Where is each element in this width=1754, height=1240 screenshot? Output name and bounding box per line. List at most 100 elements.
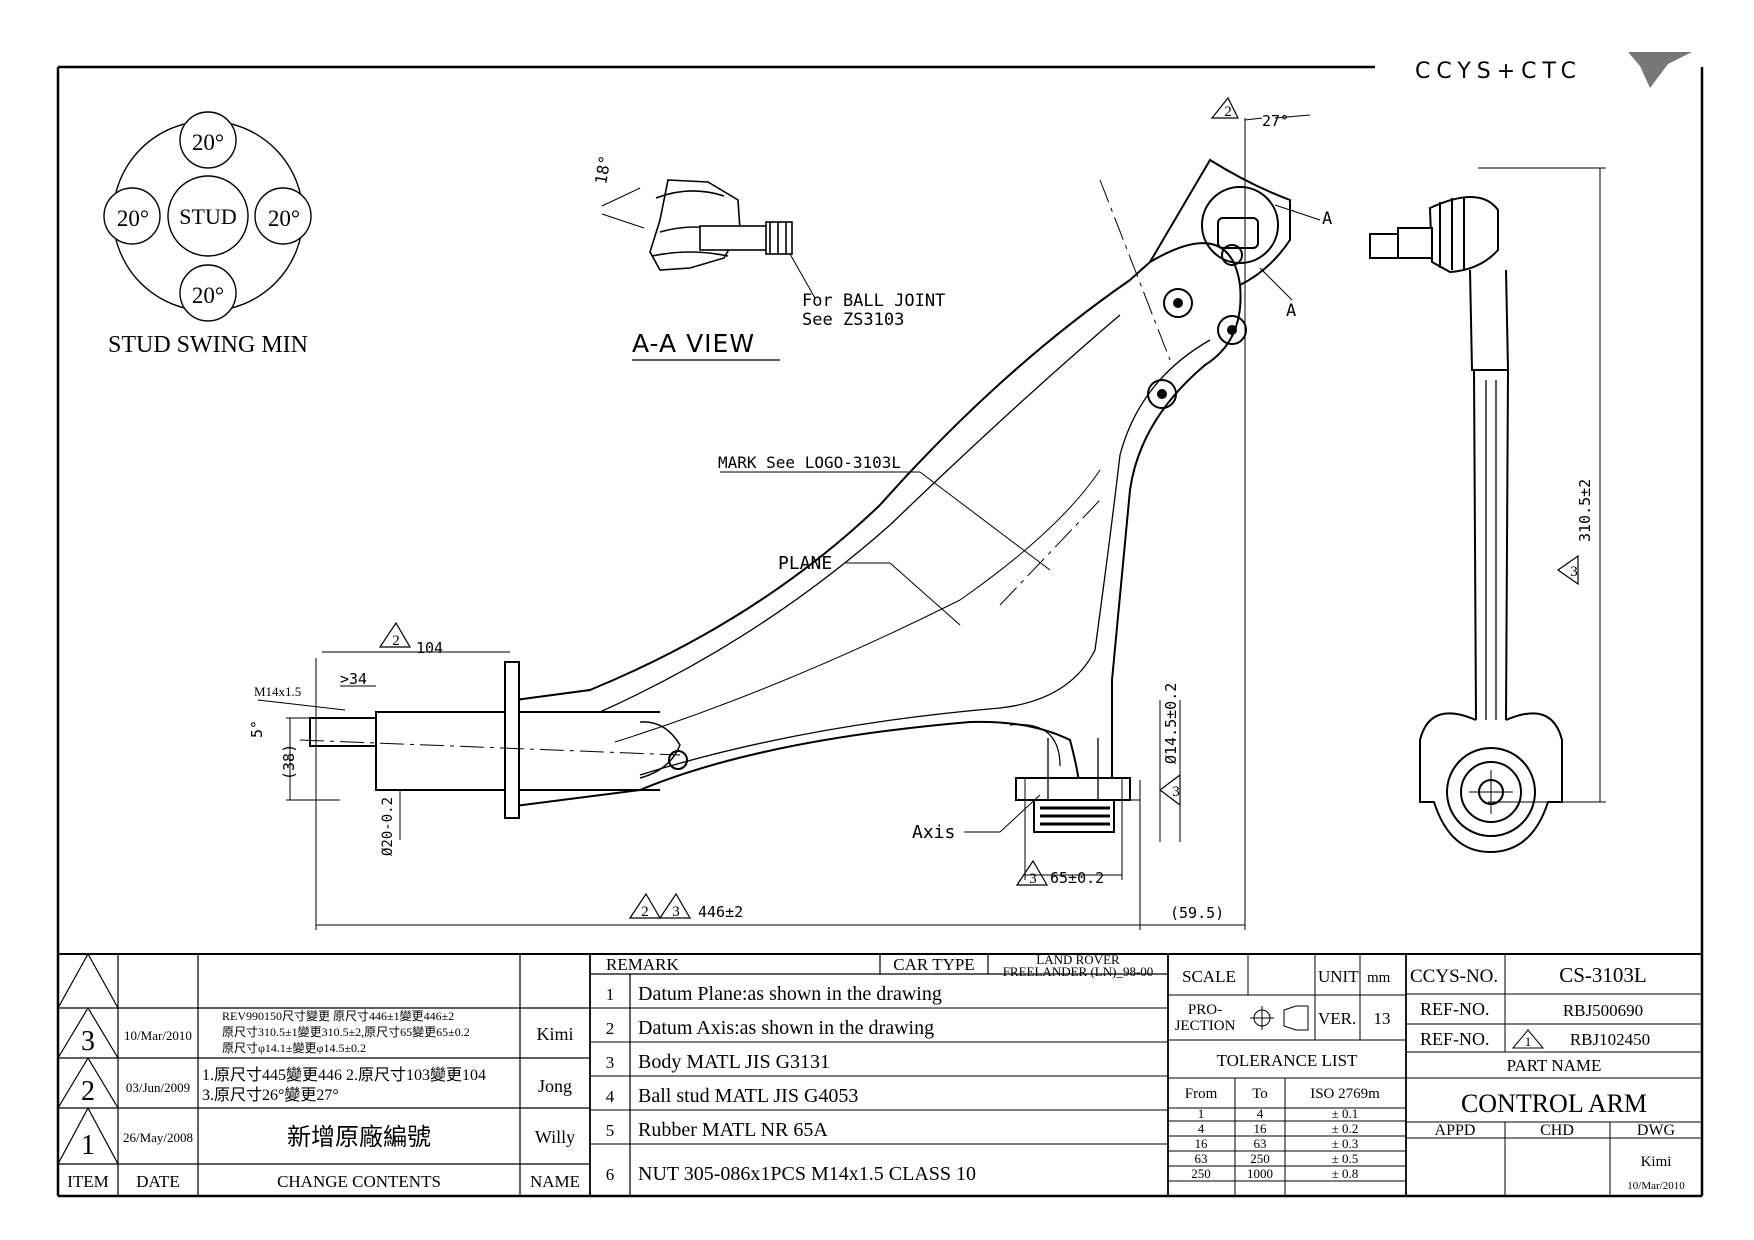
stud-angle-right: 20° <box>268 206 300 231</box>
rev-name-3: Kimi <box>536 1024 573 1044</box>
ref-rev-mark: 1 <box>1525 1034 1532 1049</box>
car-type-line-2: FREELANDER (LN)_98-00 <box>1003 964 1154 979</box>
tol-to-4: 250 <box>1250 1151 1270 1166</box>
ref-no-label-2: REF-NO. <box>1420 1029 1490 1049</box>
remark-text-5: Rubber MATL NR 65A <box>638 1119 828 1141</box>
rev-date-1: 26/May/2008 <box>123 1130 193 1145</box>
section-a-upper: A <box>1322 209 1332 229</box>
dim-27-deg: 27° <box>1262 112 1289 130</box>
dim-38: (38) <box>280 744 298 780</box>
tol-from-2: 4 <box>1198 1121 1205 1136</box>
triangle-mark-446-a: 2 <box>641 904 649 920</box>
title-block-grid <box>57 952 1702 1196</box>
aa-note-1: For BALL JOINT <box>802 291 945 311</box>
tol-val-4: ± 0.5 <box>1332 1151 1359 1166</box>
rev-header-contents: CHANGE CONTENTS <box>277 1172 441 1191</box>
ref-no-label-1: REF-NO. <box>1420 999 1490 1019</box>
stud-angle-left: 20° <box>117 206 149 231</box>
dim-thread: M14x1.5 <box>254 684 301 699</box>
remark-title: REMARK <box>606 955 679 974</box>
rev-line-2b: 3.原尺寸26°變更27° <box>202 1086 339 1104</box>
axis-label: Axis <box>912 822 955 843</box>
rev-line-2a: 1.原尺寸445變更446 2.原尺寸103變更104 <box>202 1066 486 1084</box>
scale-label: SCALE <box>1182 967 1236 986</box>
aa-note-2: See ZS3103 <box>802 310 904 330</box>
tol-val-2: ± 0.2 <box>1332 1121 1359 1136</box>
unit-value: mm <box>1367 970 1391 986</box>
stud-swing-title: STUD SWING MIN <box>108 332 308 358</box>
dimension-lines <box>257 114 1606 930</box>
car-type-label: CAR TYPE <box>893 955 974 974</box>
dim-34: >34 <box>340 670 367 688</box>
rev-date-3: 10/Mar/2010 <box>124 1028 192 1043</box>
remark-no-5: 5 <box>606 1121 615 1140</box>
tol-from-3: 16 <box>1195 1136 1209 1151</box>
rev-header-name: NAME <box>530 1172 580 1191</box>
tolerance-header-from: From <box>1185 1086 1218 1102</box>
mark-label: MARK See LOGO-3103L <box>718 453 901 472</box>
stud-swing-diagram <box>103 111 312 322</box>
rev-header-date: DATE <box>136 1172 179 1191</box>
dwg-date: 10/Mar/2010 <box>1627 1180 1685 1192</box>
unit-label: UNIT <box>1318 967 1359 986</box>
dim-5-deg: 5° <box>248 720 266 738</box>
projection-label-2: JECTION <box>1175 1018 1236 1034</box>
dim-446: 446±2 <box>698 903 743 921</box>
car-type-line-1: LAND ROVER <box>1036 952 1120 967</box>
triangle-mark-446-b: 3 <box>672 904 680 920</box>
rev-item-2: 2 <box>81 1076 95 1107</box>
rev-item-3: 3 <box>81 1026 95 1057</box>
dim-dia-20: Ø20-0.2 <box>380 797 396 856</box>
rev-date-2: 03/Jun/2009 <box>126 1080 190 1095</box>
part-name-label: PART NAME <box>1507 1056 1602 1075</box>
plane-label: PLANE <box>778 553 832 574</box>
dim-65: 65±0.2 <box>1050 869 1104 887</box>
aa-angle-label: 18° <box>591 154 615 186</box>
rev-line-1a: 新增原廠編號 <box>287 1124 431 1151</box>
ref-no-value-2: RBJ102450 <box>1570 1030 1650 1049</box>
tol-val-3: ± 0.3 <box>1332 1136 1359 1151</box>
triangle-mark-65: 3 <box>1029 871 1037 887</box>
remark-text-6: NUT 305-086x1PCS M14x1.5 CLASS 10 <box>638 1163 976 1185</box>
tol-val-1: ± 0.1 <box>1332 1106 1359 1121</box>
remark-no-4: 4 <box>606 1087 615 1106</box>
part-name-value: CONTROL ARM <box>1461 1089 1647 1118</box>
centerlines <box>299 179 1171 801</box>
tolerance-header-to: To <box>1252 1086 1268 1102</box>
aa-view-drawing <box>601 179 816 299</box>
triangle-mark-top: 2 <box>1224 104 1232 120</box>
stud-center-label: STUD <box>179 204 236 229</box>
tol-from-4: 63 <box>1195 1151 1208 1166</box>
rev-name-1: Willy <box>535 1127 575 1147</box>
remark-no-6: 6 <box>606 1165 615 1184</box>
remark-text-3: Body MATL JIS G3131 <box>638 1051 830 1073</box>
tolerance-header-iso: ISO 2769m <box>1310 1086 1380 1102</box>
rev-name-2: Jong <box>538 1076 572 1096</box>
control-arm-front-view <box>309 158 1291 833</box>
logo-emblem-icon <box>1628 52 1692 88</box>
tol-val-5: ± 0.8 <box>1332 1166 1359 1181</box>
tol-from-5: 250 <box>1191 1166 1211 1181</box>
stud-angle-bottom: 20° <box>192 283 224 308</box>
tol-to-1: 4 <box>1257 1106 1264 1121</box>
revision-triangles <box>378 96 1579 919</box>
remark-text-1: Datum Plane:as shown in the drawing <box>638 983 942 1005</box>
ver-value: 13 <box>1374 1009 1391 1028</box>
rev-header-item: ITEM <box>67 1172 109 1191</box>
chd-label: CHD <box>1540 1122 1574 1139</box>
rev-line-3b: 原尺寸310.5±1變更310.5±2,原尺寸65變更65±0.2 <box>222 1024 470 1039</box>
section-a-lower: A <box>1286 301 1296 321</box>
remark-text-2: Datum Axis:as shown in the drawing <box>638 1017 934 1039</box>
triangle-mark-3105: 3 <box>1570 564 1578 580</box>
ccys-no-label: CCYS-NO. <box>1410 966 1498 987</box>
aa-view-title: A-A VIEW <box>632 329 755 358</box>
tol-to-2: 16 <box>1254 1121 1268 1136</box>
stud-angle-top: 20° <box>192 130 224 155</box>
dim-104: 104 <box>416 639 443 657</box>
tol-from-1: 1 <box>1198 1106 1205 1121</box>
tol-to-3: 63 <box>1254 1136 1267 1151</box>
remark-text-4: Ball stud MATL JIS G4053 <box>638 1085 858 1107</box>
remark-no-3: 3 <box>606 1053 615 1072</box>
remark-no-2: 2 <box>606 1019 615 1038</box>
